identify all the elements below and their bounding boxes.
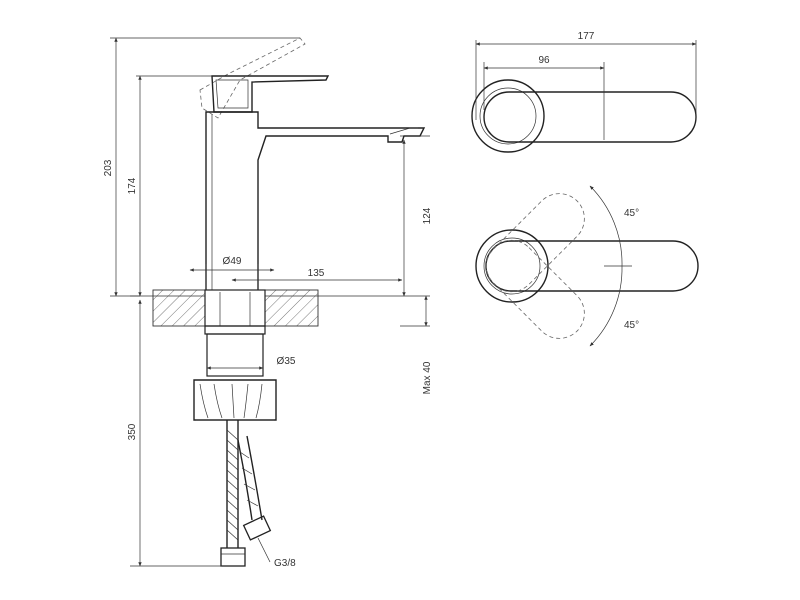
mounting-nut [193, 379, 277, 421]
dim-total-height: 203 [103, 159, 114, 176]
dim-body-diameter: Ø49 [223, 256, 242, 267]
dim-spout-reach: 135 [308, 268, 325, 279]
dim-total-length: 177 [578, 31, 595, 42]
flexible-hoses [220, 420, 272, 567]
side-dimensions: 203 174 124 Max 40 Ø49 135 Ø35 350 G3/8 [103, 37, 433, 569]
faucet-side-view [199, 37, 426, 290]
dim-connection-thread: G3/8 [274, 558, 296, 569]
dim-outlet-height: 124 [422, 207, 433, 224]
rotation-angle-lower: 45° [624, 320, 639, 331]
dim-shank-diameter: Ø35 [277, 356, 296, 367]
mounting-shank [204, 289, 266, 377]
rotation-view: 45° 45° [475, 185, 699, 347]
top-view: 177 96 [471, 31, 697, 153]
dim-max-thickness: Max 40 [422, 361, 433, 394]
dim-spout-height: 174 [127, 177, 138, 194]
countertop [130, 289, 430, 327]
dim-hose-length: 350 [127, 423, 138, 440]
rotation-angle-upper: 45° [624, 208, 639, 219]
dim-handle-length: 96 [538, 55, 550, 66]
